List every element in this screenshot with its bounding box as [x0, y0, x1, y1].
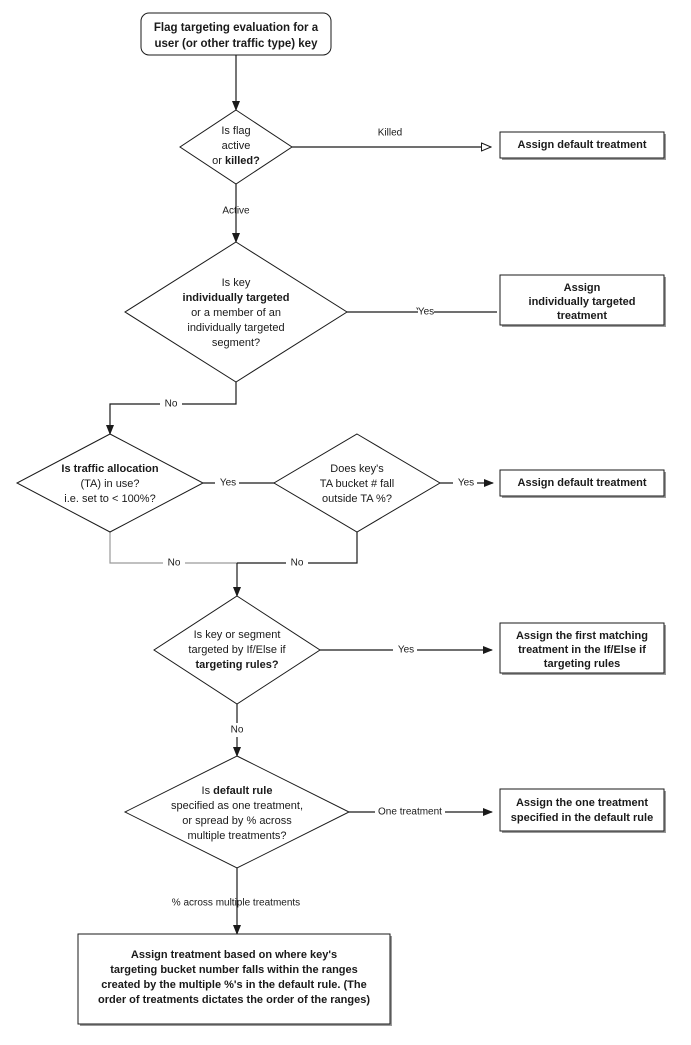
- node-process-first-matching-treatment: Assign the first matching treatment in t…: [499, 622, 666, 675]
- d5-line-1: Is key or segment: [194, 629, 281, 641]
- d2-line-2: individually targeted: [183, 292, 290, 304]
- node-process-assign-default-treatment-2: Assign default treatment: [499, 469, 666, 498]
- d2-line-5: segment?: [212, 337, 260, 349]
- edge-active: Active: [222, 184, 250, 243]
- edge-label-percent-spread: % across multiple treatments: [172, 898, 300, 909]
- node-decision-traffic-allocation: Is traffic allocation (TA) in use? i.e. …: [15, 433, 205, 533]
- edge-percent-spread: % across multiple treatments: [172, 868, 300, 935]
- node-decision-default-rule: Is default rule specified as one treatme…: [123, 755, 351, 869]
- b4-line-1: Assign the first matching: [516, 630, 648, 642]
- edge-label-yes-individual-overlay: Yes: [418, 307, 434, 318]
- d1-line-3: or killed?: [212, 155, 260, 167]
- b6-line-1: Assign treatment based on where key's: [131, 949, 337, 961]
- edge-no-traffic-allocation: No: [109, 532, 237, 570]
- edge-label-no-ifelse: No: [231, 725, 244, 736]
- d6-line-3: or spread by % across: [182, 815, 292, 827]
- b2-line-3: treatment: [557, 310, 607, 322]
- d6-line-4: multiple treatments?: [187, 830, 286, 842]
- b2-line-1: Assign: [564, 282, 601, 294]
- edge-label-yes-ifelse: Yes: [398, 645, 414, 656]
- d2-line-1: Is key: [222, 277, 251, 289]
- node-process-individually-targeted-treatment: Assign individually targeted treatment: [499, 274, 666, 327]
- node-process-one-treatment-default-rule: Assign the one treatment specified in th…: [499, 788, 666, 833]
- node-decision-flag-active: Is flag active or killed?: [179, 109, 293, 185]
- start-line-2: user (or other traffic type) key: [155, 38, 319, 50]
- edge-label-no-ta: No: [168, 558, 181, 569]
- edge-yes-individually-targeted: Yes Yes: [347, 305, 497, 319]
- edge-no-ifelse: No: [226, 704, 248, 757]
- edge-label-active: Active: [222, 206, 250, 217]
- d5-line-3: targeting rules?: [195, 659, 278, 671]
- edge-label-killed: Killed: [378, 128, 402, 139]
- b4-line-2: treatment in the If/Else if: [518, 644, 646, 656]
- edge-no-ta-bucket: No: [237, 532, 358, 570]
- edge-no-individually-targeted: No: [106, 382, 237, 435]
- d4-line-3: outside TA %?: [322, 493, 392, 505]
- b6-line-4: order of treatments dictates the order o…: [98, 994, 370, 1006]
- node-start-terminator: Flag targeting evaluation for a user (or…: [140, 12, 332, 56]
- b5-line-1: Assign the one treatment: [516, 797, 648, 809]
- node-decision-individually-targeted: Is key individually targeted or a member…: [124, 241, 348, 383]
- edge-label-yes-bucket: Yes: [458, 478, 474, 489]
- d2-line-4: individually targeted: [187, 322, 284, 334]
- d4-line-1: Does key's: [330, 463, 384, 475]
- edge-one-treatment: One treatment: [349, 805, 493, 819]
- d2-line-3: or a member of an: [191, 307, 281, 319]
- b5-line-2: specified in the default rule: [511, 812, 653, 824]
- d3-line-3: i.e. set to < 100%?: [64, 493, 155, 505]
- node-process-assign-by-ranges: Assign treatment based on where key's ta…: [77, 933, 392, 1026]
- d1-line-1: Is flag: [221, 125, 250, 137]
- d6-line-1: Is default rule: [202, 785, 273, 797]
- d3-line-1: Is traffic allocation: [61, 463, 158, 475]
- b3-line-1: Assign default treatment: [518, 477, 647, 489]
- edge-yes-ta-bucket: Yes: [440, 476, 494, 490]
- b2-line-2: individually targeted: [529, 296, 636, 308]
- edge-yes-ifelse: Yes: [320, 643, 493, 657]
- d1-line-2: active: [222, 140, 251, 152]
- node-decision-ifelse-targeting-rules: Is key or segment targeted by If/Else if…: [153, 595, 321, 705]
- d4-line-2: TA bucket # fall: [320, 478, 394, 490]
- b6-line-3: created by the multiple %'s in the defau…: [101, 979, 366, 991]
- node-decision-ta-bucket: Does key's TA bucket # fall outside TA %…: [273, 433, 441, 533]
- d5-line-2: targeted by If/Else if: [188, 644, 286, 656]
- d6-line-2: specified as one treatment,: [171, 800, 303, 812]
- start-line-1: Flag targeting evaluation for a: [154, 22, 319, 34]
- d3-line-2: (TA) in use?: [80, 478, 139, 490]
- edge-label-no-individual: No: [165, 399, 178, 410]
- edge-label-one-treatment: One treatment: [378, 807, 442, 818]
- node-process-assign-default-treatment-1: Assign default treatment: [499, 131, 666, 160]
- edge-label-yes-ta: Yes: [220, 478, 236, 489]
- edge-killed: Killed: [292, 128, 491, 147]
- b4-line-3: targeting rules: [544, 658, 620, 670]
- b6-line-2: targeting bucket number falls within the…: [110, 964, 358, 976]
- edge-label-no-bucket: No: [291, 558, 304, 569]
- b1-line-1: Assign default treatment: [518, 139, 647, 151]
